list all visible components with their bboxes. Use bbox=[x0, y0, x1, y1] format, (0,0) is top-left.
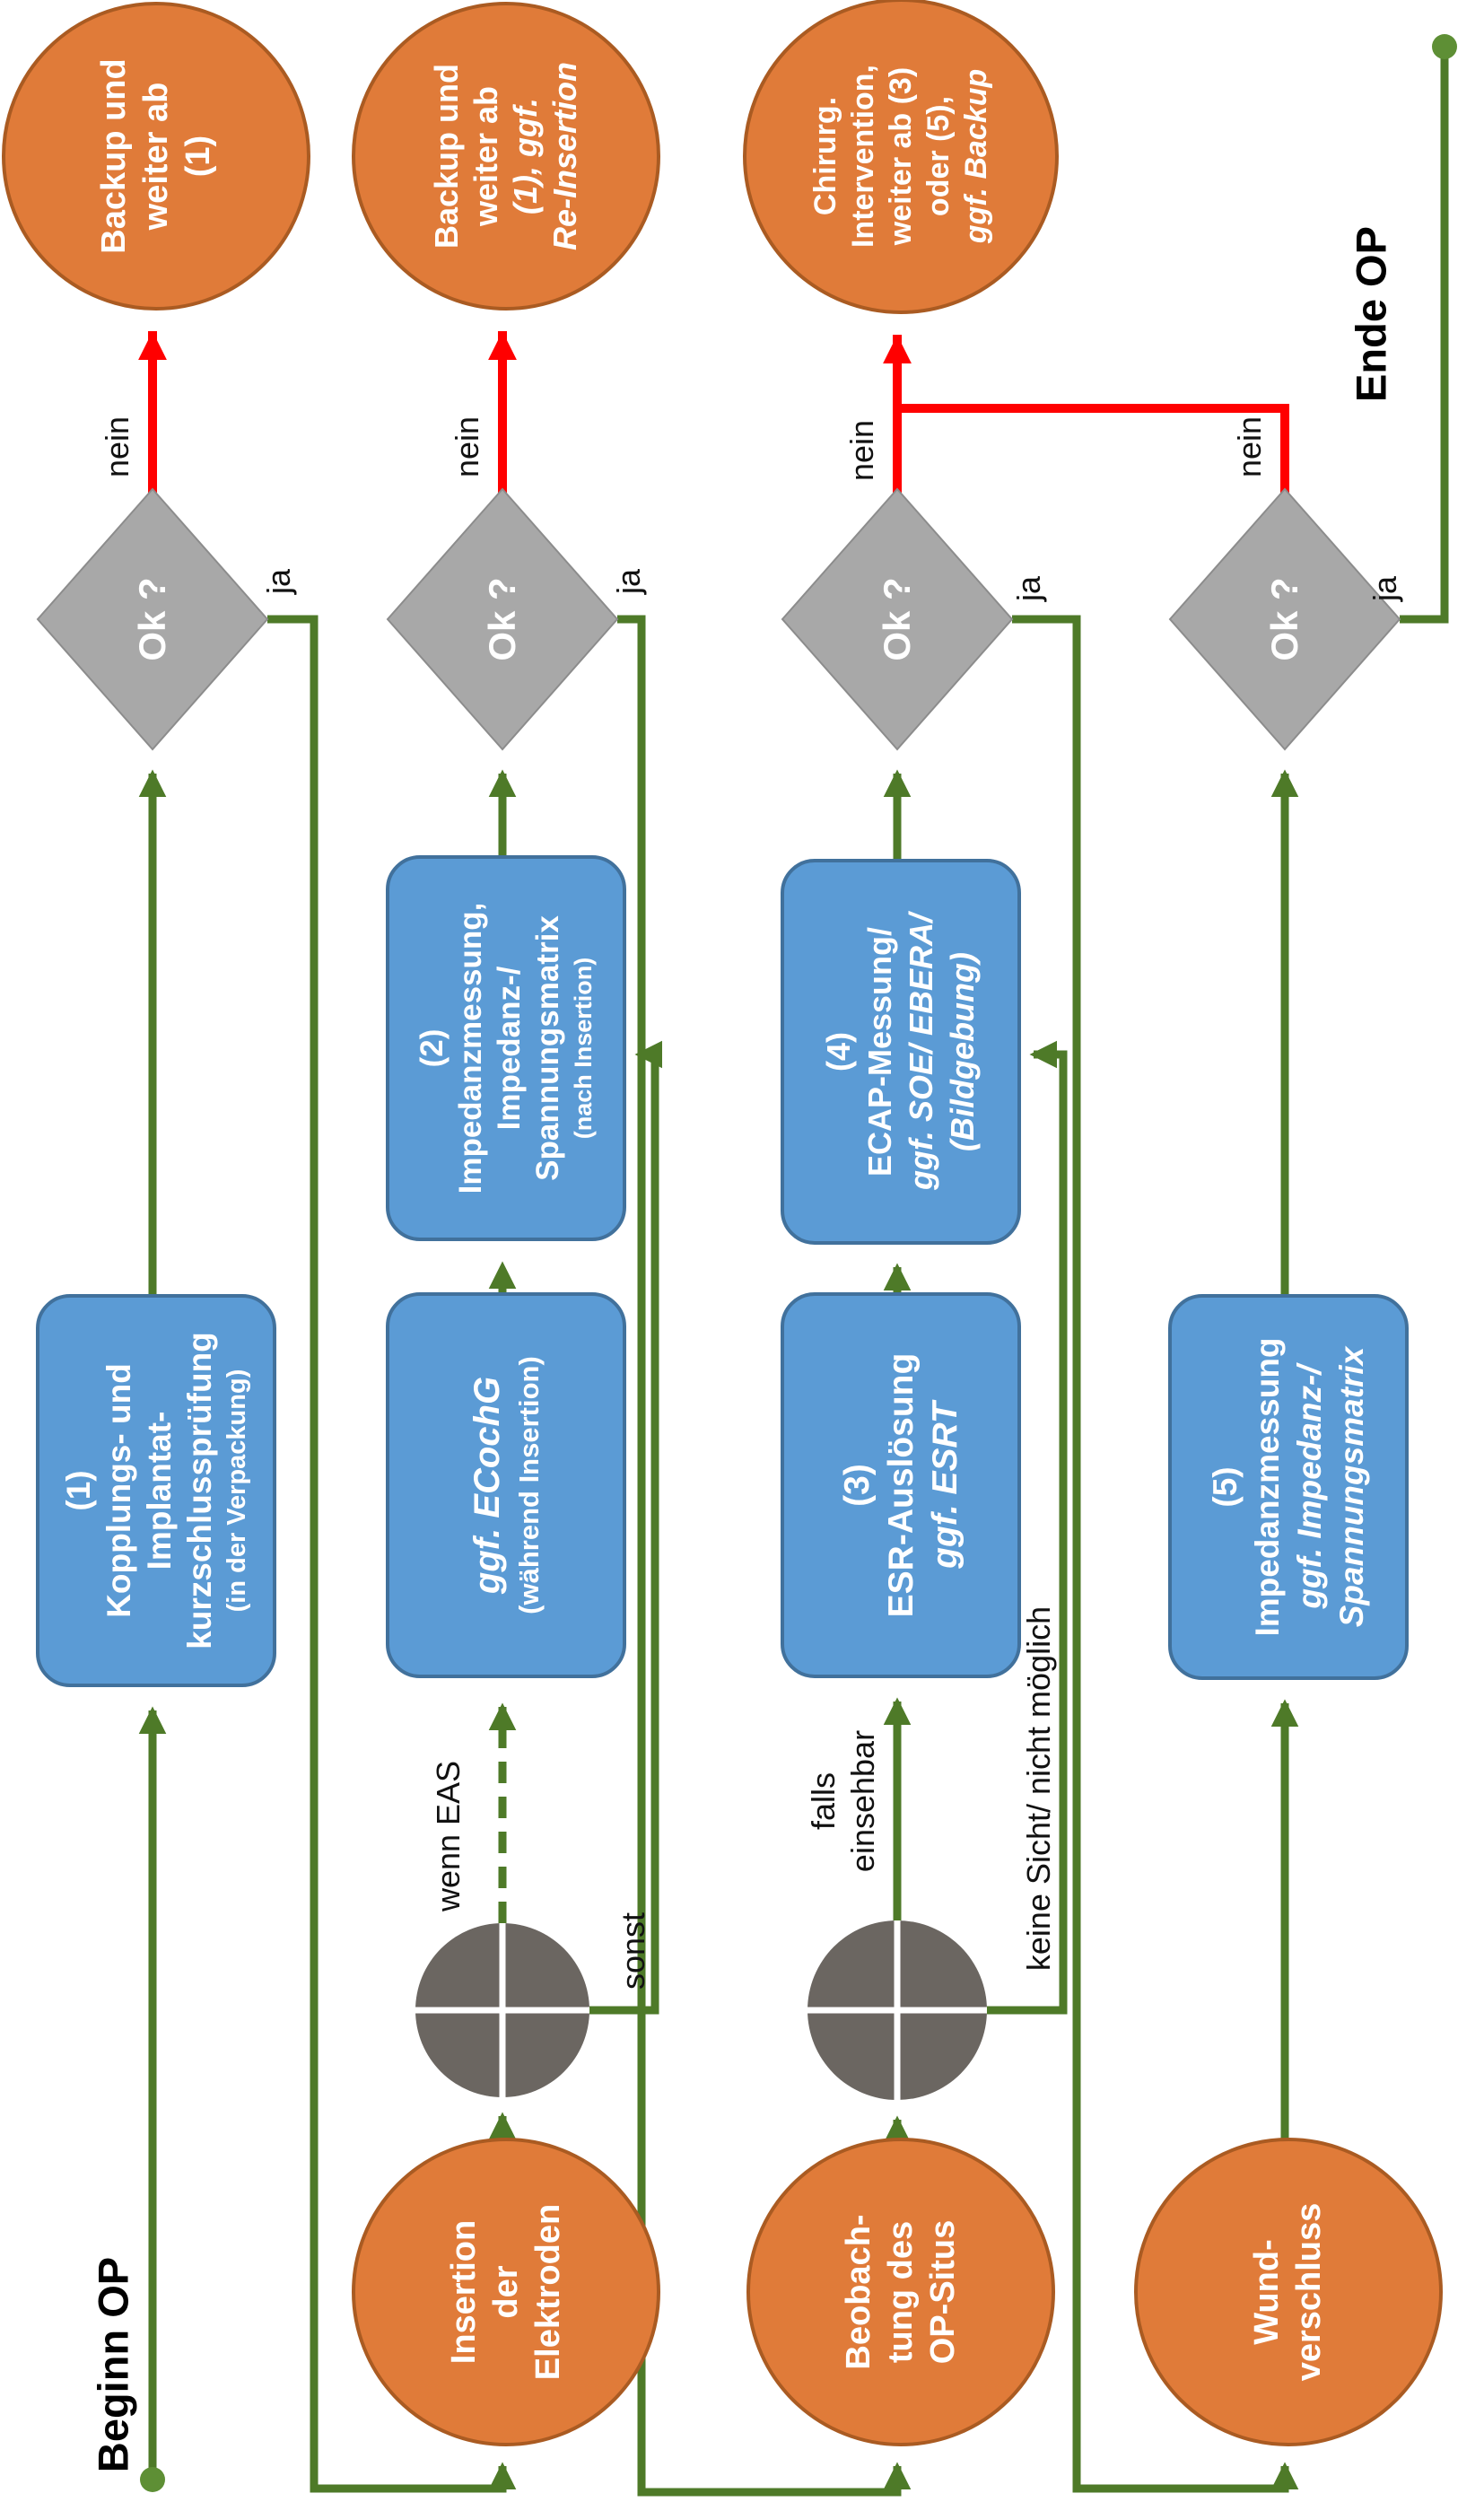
chirurg-line: weiter ab (3) bbox=[884, 66, 918, 246]
wund-line: verschluss bbox=[1290, 2202, 1328, 2382]
box4-sub: ggf. SOE/ EBERA/ bbox=[903, 913, 939, 1191]
box2-line: Impedanz-/ bbox=[492, 966, 527, 1131]
chirurg-line: Chirurg. bbox=[808, 96, 842, 216]
process-box-4: (4) ECAP-Messung/ ggf. SOE/ EBERA/ (Bild… bbox=[781, 859, 1021, 1245]
edge-sonst bbox=[589, 1040, 663, 2015]
process-box-ecochg: ggf. ECochG (während Insertion) bbox=[386, 1292, 626, 1678]
nein-label-1: nein bbox=[99, 416, 135, 478]
decision-diamond-3 bbox=[781, 487, 1014, 751]
chirurg-line: oder (5), bbox=[921, 95, 956, 217]
keine-sicht-label: keine Sicht/ nicht möglich bbox=[1020, 1605, 1057, 1972]
backup1-line: Backup und bbox=[94, 58, 133, 254]
edge-ja1-to-insertion bbox=[267, 615, 517, 2493]
end-label: Ende OP bbox=[1347, 226, 1395, 402]
process-box-1: (1) Kopplungs- und Implantat- kurzschlus… bbox=[36, 1294, 276, 1687]
box5-sub: Spannungsmatrix bbox=[1333, 1346, 1370, 1628]
decision-label-2: Ok ? bbox=[481, 577, 523, 661]
decision-diamond-4 bbox=[1168, 487, 1401, 751]
insertion-line: Elektroden bbox=[528, 2203, 567, 2381]
ecochg-title: ggf. ECochG bbox=[467, 1376, 507, 1595]
box3-sub: ggf. ESRT bbox=[925, 1402, 965, 1569]
falls-einsehbar-line: falls bbox=[805, 1772, 842, 1831]
event-chirurg-intervention: Chirurg. Intervention, weiter ab (3) ode… bbox=[743, 0, 1059, 314]
beobachtung-line: tung des bbox=[881, 2220, 920, 2364]
wund-line: Wund- bbox=[1248, 2239, 1286, 2345]
event-backup2: Backup und weiter ab (1), ggf. Re-Insert… bbox=[352, 2, 660, 311]
ecochg-note: (während Insertion) bbox=[513, 1356, 545, 1614]
falls-einsehbar-label: falls einsehbar bbox=[804, 1730, 883, 1872]
decision-label-1: Ok ? bbox=[131, 577, 173, 661]
process-box-2: (2) Impedanzmessung, Impedanz-/ Spannung… bbox=[386, 855, 626, 1241]
box1-note: (in der Verpackung) bbox=[223, 1369, 251, 1613]
nein-label-3: nein bbox=[843, 419, 880, 482]
insertion-line: der bbox=[486, 2265, 525, 2319]
falls-einsehbar-line: einsehbar bbox=[844, 1729, 881, 1873]
box5-line: (5) bbox=[1207, 1466, 1244, 1508]
backup1-line: (1) bbox=[179, 135, 217, 178]
sonst-label: sonst bbox=[615, 1911, 651, 1990]
box1-line: (1) bbox=[60, 1470, 97, 1511]
box4-sub: (Bildgebung) bbox=[944, 952, 981, 1151]
nein-label-4: nein bbox=[1231, 416, 1268, 478]
backup2-sub: Re-Insertion bbox=[546, 61, 583, 251]
ja-label-1: ja bbox=[260, 568, 297, 595]
event-wundverschluss: Wund- verschluss bbox=[1134, 2138, 1443, 2446]
chirurg-line: Intervention, bbox=[846, 64, 880, 249]
box3-line: (3) bbox=[837, 1464, 877, 1507]
box2-line: (2) bbox=[415, 1028, 450, 1068]
box2-line: Spannungsmatrix bbox=[530, 915, 565, 1181]
event-backup1: Backup und weiter ab (1) bbox=[2, 2, 310, 311]
ja-label-4: ja bbox=[1366, 575, 1403, 602]
end-dot bbox=[1432, 34, 1457, 59]
decision-label-4: Ok ? bbox=[1263, 577, 1305, 661]
box4-line: (4) bbox=[820, 1032, 857, 1072]
decision-diamond-1 bbox=[36, 487, 269, 751]
backup2-line: Backup und bbox=[428, 64, 465, 249]
edge-nein4-merge bbox=[893, 404, 1289, 494]
box2-line: Impedanzmessung, bbox=[453, 902, 488, 1194]
ja-label-3: ja bbox=[1010, 575, 1047, 602]
edge-ja2-to-beobachtung bbox=[617, 615, 912, 2497]
box5-sub: ggf. Impedanz-/ bbox=[1291, 1365, 1328, 1609]
junction-node-1-cross bbox=[415, 1923, 589, 2097]
ja-label-2: ja bbox=[610, 568, 647, 595]
chirurg-sub: ggf. Backup bbox=[959, 68, 993, 244]
backup1-line: weiter ab bbox=[136, 82, 175, 231]
beobachtung-line: Beobach- bbox=[839, 2214, 877, 2370]
edge-ja4-to-ende bbox=[1400, 54, 1449, 624]
box3-line: ESR-Auslösung bbox=[881, 1352, 921, 1618]
start-dot bbox=[140, 2467, 165, 2492]
wenn-eas-label: wenn EAS bbox=[430, 1760, 467, 1912]
edge-ja3-to-wund bbox=[1012, 615, 1299, 2493]
box5-line: Impedanzmessung bbox=[1249, 1337, 1286, 1637]
box1-line: Kopplungs- und bbox=[100, 1363, 137, 1618]
process-box-3: (3) ESR-Auslösung ggf. ESRT bbox=[781, 1292, 1021, 1678]
backup2-sub: (1), ggf. bbox=[507, 98, 544, 214]
nein-label-2: nein bbox=[449, 416, 485, 478]
box4-line: ECAP-Messung/ bbox=[861, 926, 898, 1177]
junction-node-2-cross bbox=[807, 1920, 987, 2100]
begin-label: Beginn OP bbox=[89, 2256, 137, 2473]
box1-line: Implantat- bbox=[141, 1411, 178, 1570]
insertion-line: Insertion bbox=[444, 2219, 483, 2365]
process-box-5: (5) Impedanzmessung ggf. Impedanz-/ Span… bbox=[1168, 1294, 1409, 1680]
backup2-line: weiter ab bbox=[467, 85, 504, 227]
decision-diamond-2 bbox=[386, 487, 619, 751]
decision-label-3: Ok ? bbox=[876, 577, 918, 661]
event-insertion: Insertion der Elektroden bbox=[352, 2138, 660, 2446]
beobachtung-line: OP-Situs bbox=[923, 2219, 962, 2365]
event-beobachtung: Beobach- tung des OP-Situs bbox=[746, 2138, 1055, 2446]
box1-line: kurzschlussprüfung bbox=[181, 1332, 218, 1649]
edge-keine-sicht bbox=[987, 1040, 1068, 2015]
box2-note: (nach Insertion) bbox=[570, 957, 597, 1140]
